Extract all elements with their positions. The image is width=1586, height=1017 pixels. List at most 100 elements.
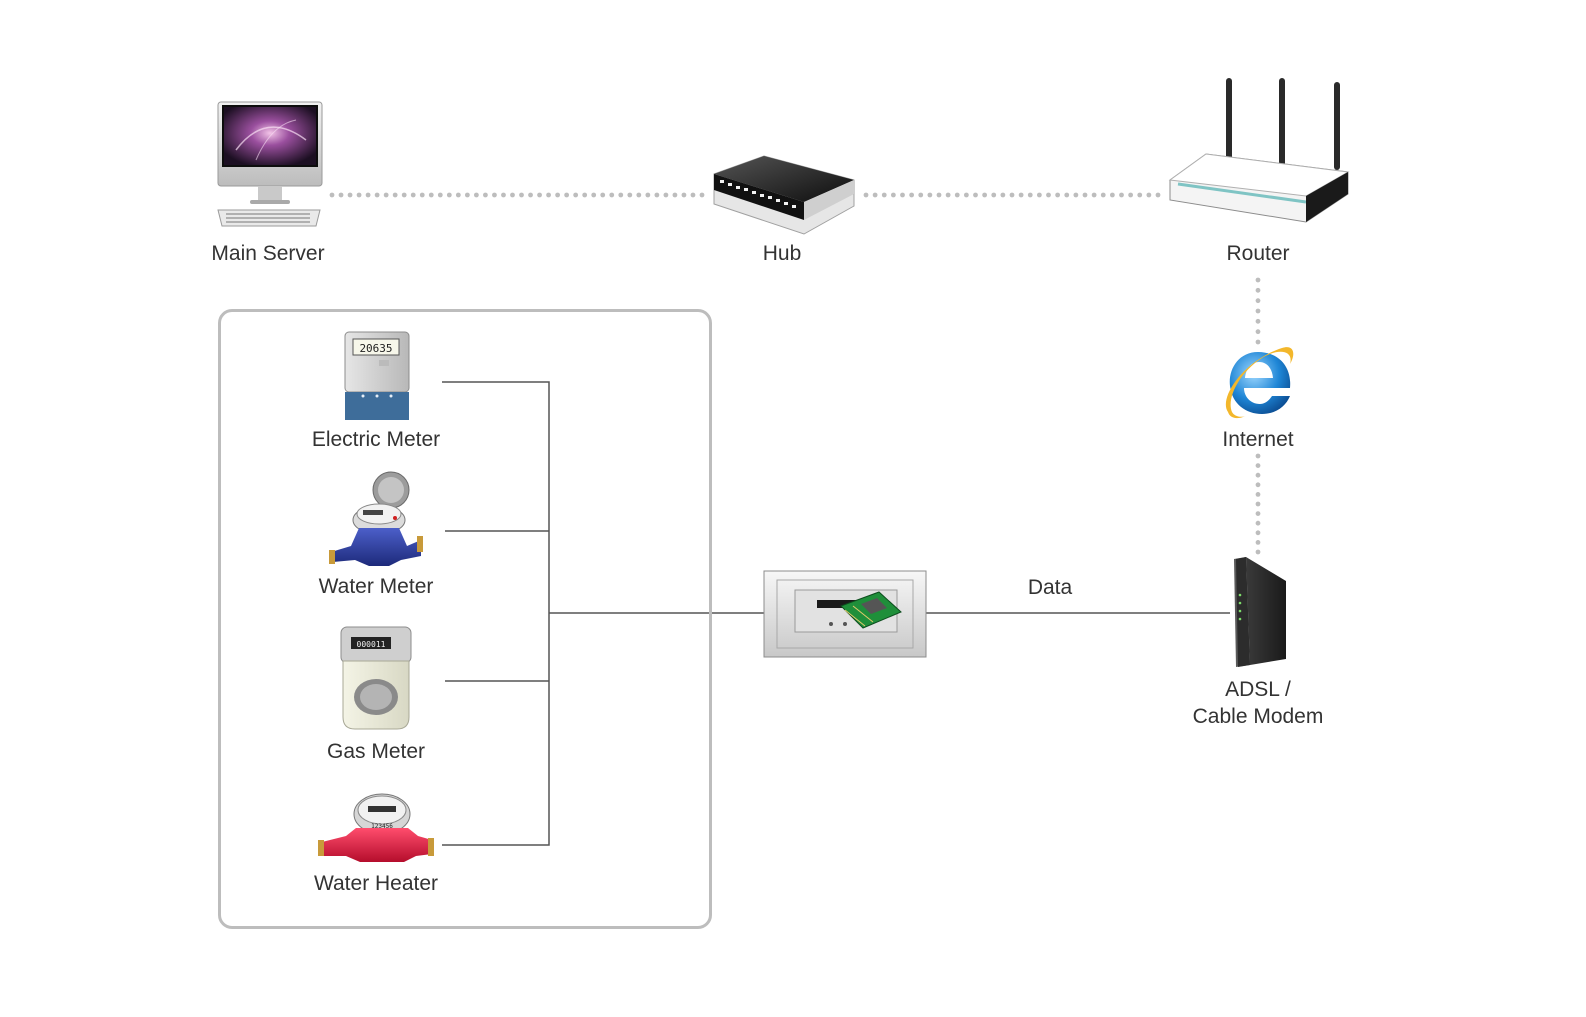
link-dot xyxy=(699,192,705,198)
link-dot xyxy=(573,192,579,198)
link-dot xyxy=(1082,192,1088,198)
main-server-label: Main Server xyxy=(211,242,325,265)
link-dot xyxy=(645,192,651,198)
meter-wiring xyxy=(442,381,1230,846)
link-dot xyxy=(528,192,533,198)
link-dot xyxy=(1255,277,1261,283)
link-dot xyxy=(618,192,624,198)
link-dot xyxy=(591,192,597,198)
link-dot xyxy=(401,192,407,198)
link-dot xyxy=(1255,482,1261,488)
dotted-link-hub-router xyxy=(863,192,1161,198)
link-dot xyxy=(1027,192,1033,198)
link-dot xyxy=(1255,540,1261,545)
link-dot xyxy=(963,192,969,198)
dotted-link-server-hub xyxy=(329,192,705,198)
link-dot xyxy=(654,192,660,198)
data-link-label: Data xyxy=(1027,576,1073,599)
link-dot xyxy=(1255,287,1261,293)
link-dot xyxy=(1018,192,1024,198)
router-label: Router xyxy=(1226,242,1290,265)
link-dot xyxy=(446,192,452,198)
link-dot xyxy=(1009,192,1015,198)
link-dot xyxy=(1100,192,1106,198)
internet-explorer-icon xyxy=(1225,347,1294,419)
link-dot xyxy=(1155,192,1161,198)
link-dot xyxy=(555,192,561,198)
meters-group-box xyxy=(218,309,712,929)
link-dot xyxy=(1255,511,1261,516)
link-dot xyxy=(356,192,362,198)
link-dot xyxy=(909,192,915,198)
link-dot xyxy=(537,192,542,198)
link-dot xyxy=(492,192,497,198)
link-dot xyxy=(437,192,443,198)
electric-meter-label: Electric Meter xyxy=(311,428,441,451)
link-dot xyxy=(954,192,960,198)
link-dot xyxy=(383,192,389,198)
link-dot xyxy=(1255,549,1261,555)
link-dot xyxy=(1255,298,1261,304)
link-dot xyxy=(1073,192,1079,198)
link-dot xyxy=(982,192,988,198)
modem-label-line2: Cable Modem xyxy=(1192,705,1324,728)
link-dot xyxy=(636,192,642,198)
link-dot xyxy=(1128,192,1134,198)
link-dot xyxy=(1255,308,1261,314)
link-dot xyxy=(455,192,461,198)
electric-meter-reading: 20635 xyxy=(359,342,392,355)
link-dot xyxy=(428,192,434,198)
link-dot xyxy=(1119,192,1124,198)
link-dot xyxy=(546,192,551,198)
link-dot xyxy=(1000,192,1006,198)
link-dot xyxy=(564,192,570,198)
gas-meter-icon: 000011 xyxy=(340,626,412,730)
link-dot xyxy=(991,192,997,198)
link-dot xyxy=(1255,339,1261,345)
link-dot xyxy=(582,192,588,198)
computer-monitor-icon xyxy=(217,101,323,227)
link-dot xyxy=(365,192,371,198)
internet-label: Internet xyxy=(1222,428,1294,451)
link-dot xyxy=(1146,192,1152,198)
link-dot xyxy=(1255,492,1261,497)
link-dot xyxy=(1055,192,1061,198)
link-dot xyxy=(927,192,933,198)
link-dot xyxy=(1255,318,1261,324)
link-dot xyxy=(863,192,869,198)
wireless-router-icon xyxy=(1168,78,1350,223)
modem-label-line1: ADSL / xyxy=(1225,678,1291,701)
link-dot xyxy=(1255,472,1261,478)
electric-meter-icon: 20635 xyxy=(344,331,410,420)
link-dot xyxy=(483,192,488,198)
link-dot xyxy=(1137,192,1143,198)
link-dot xyxy=(392,192,398,198)
link-dot xyxy=(1255,453,1261,459)
water-meter-label: Water Meter xyxy=(318,575,434,598)
water-heater-meter-icon: 123456 xyxy=(318,793,434,862)
link-dot xyxy=(1046,192,1051,198)
link-dot xyxy=(609,192,615,198)
link-dot xyxy=(945,192,951,198)
gas-meter-reading: 000011 xyxy=(357,640,386,649)
water-meter-icon xyxy=(329,471,423,566)
gateway-module-icon xyxy=(763,570,927,658)
link-dot xyxy=(510,192,515,198)
link-dot xyxy=(681,192,687,198)
link-dot xyxy=(519,192,524,198)
link-dot xyxy=(663,192,669,198)
link-dot xyxy=(1255,463,1261,468)
modem-icon xyxy=(1234,557,1286,667)
link-dot xyxy=(1255,520,1261,526)
link-dot xyxy=(347,192,353,198)
link-dot xyxy=(419,192,425,198)
link-dot xyxy=(329,192,335,198)
dotted-link-internet-modem xyxy=(1255,453,1261,555)
network-hub-icon xyxy=(713,155,855,235)
link-dot xyxy=(900,192,905,198)
link-dot xyxy=(936,192,942,198)
link-dot xyxy=(690,192,696,198)
link-dot xyxy=(1109,192,1115,198)
link-dot xyxy=(627,192,633,198)
